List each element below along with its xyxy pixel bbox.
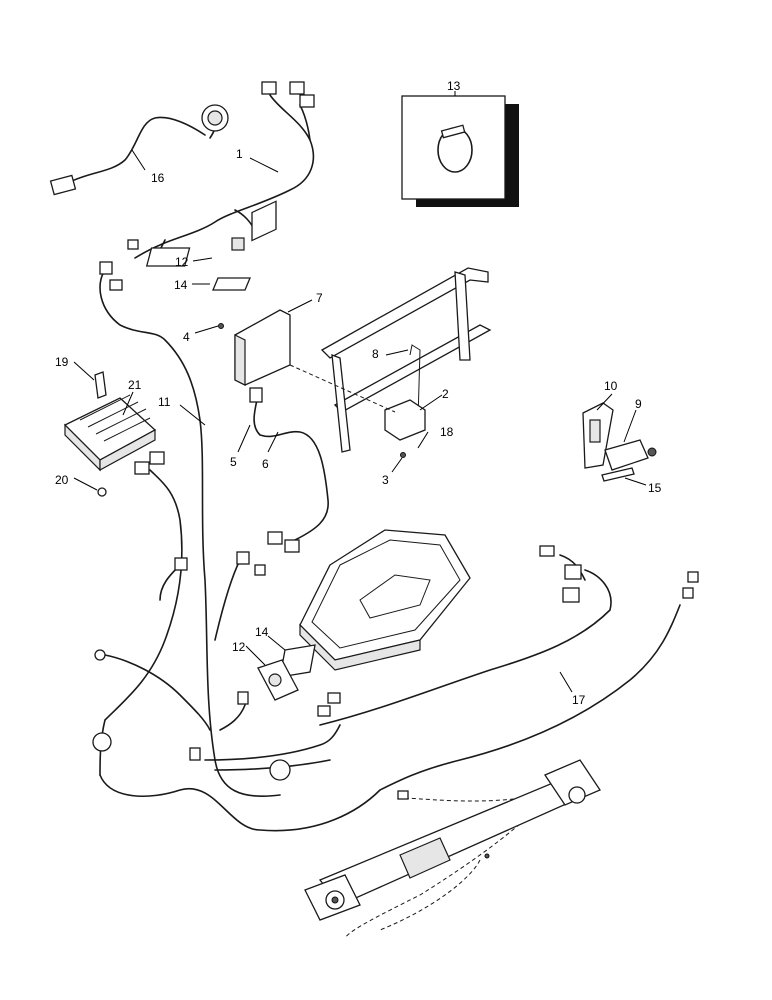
decal-upper — [212, 277, 251, 291]
switch-lower — [257, 644, 316, 701]
clip-2 — [384, 399, 426, 441]
callout-12-upper: 12 — [175, 255, 189, 269]
callout-21: 21 — [128, 378, 142, 392]
callout-3: 3 — [382, 473, 389, 487]
connector-21b — [134, 461, 150, 475]
callout-4: 4 — [183, 330, 190, 344]
connector-6a — [267, 531, 283, 545]
callout-9: 9 — [635, 397, 642, 411]
leader-lines — [73, 91, 647, 693]
hydraulic-cylinder — [304, 759, 601, 921]
callout-6: 6 — [262, 457, 269, 471]
hose-clamp-inset — [401, 95, 519, 207]
callout-16: 16 — [151, 171, 165, 185]
callout-14-upper: 14 — [174, 278, 188, 292]
relay-module — [63, 371, 157, 497]
harness-5-6 — [253, 394, 329, 541]
connector-5 — [249, 387, 263, 403]
round-connector-17b — [269, 759, 291, 781]
callout-12-lower: 12 — [232, 640, 246, 654]
callout-19: 19 — [55, 355, 69, 369]
connector-21a — [149, 451, 165, 465]
clip-9 — [604, 439, 649, 471]
callout-15: 15 — [648, 481, 662, 495]
connector-16 — [49, 174, 77, 196]
callout-7: 7 — [316, 291, 323, 305]
connector-1d — [127, 239, 139, 250]
harness-17 — [99, 604, 681, 832]
wiring-harnesses — [69, 94, 681, 939]
connector-1b — [289, 81, 305, 95]
connector-1a — [261, 81, 277, 95]
connector-6b — [284, 539, 300, 553]
callout-10: 10 — [604, 379, 618, 393]
callout-13: 13 — [447, 79, 461, 93]
switch-upper — [145, 237, 251, 291]
callout-labels: 1 2 3 4 5 6 7 8 9 10 11 12 12 13 14 14 1… — [55, 79, 662, 707]
callout-5: 5 — [230, 455, 237, 469]
callout-14-lower: 14 — [255, 625, 269, 639]
callout-11: 11 — [158, 395, 171, 409]
connector-11a — [99, 261, 113, 275]
callout-2: 2 — [442, 387, 449, 401]
mounting-bracket — [289, 267, 492, 458]
callout-1: 1 — [236, 147, 243, 161]
callout-20: 20 — [55, 473, 69, 487]
connector-11b — [109, 279, 123, 291]
connectors — [49, 81, 699, 800]
control-module — [218, 200, 291, 386]
connector-1c — [299, 94, 315, 108]
callout-8: 8 — [372, 347, 379, 361]
callout-18: 18 — [440, 425, 454, 439]
harness-16 — [69, 116, 206, 183]
callout-17: 17 — [572, 693, 586, 707]
remote-control — [582, 402, 657, 482]
round-connector-17a — [92, 732, 112, 752]
storage-tray — [299, 529, 471, 671]
